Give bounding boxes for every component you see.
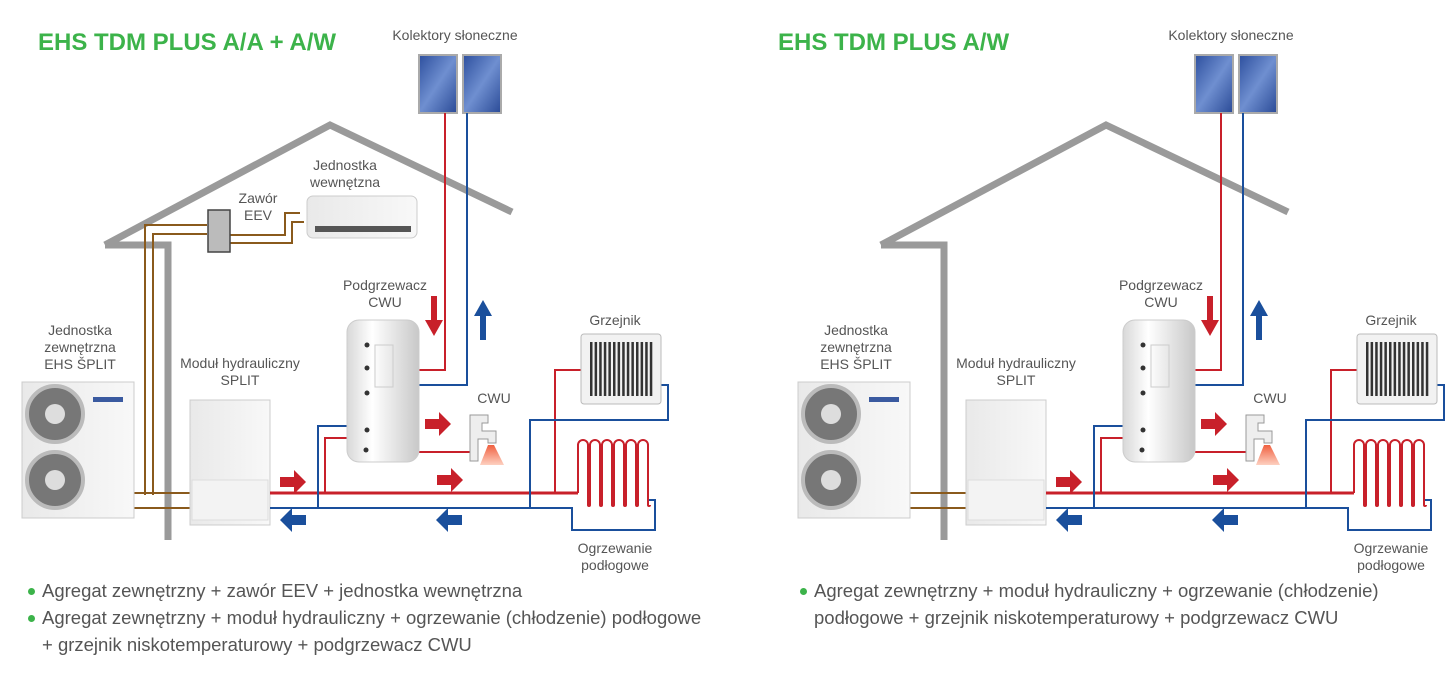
water-tap-icon <box>1245 414 1280 465</box>
solar-hot-pipe <box>418 113 446 371</box>
refrigerant-pipe <box>230 221 304 244</box>
flow-arrow-left-icon <box>1056 508 1082 532</box>
water-tap-icon <box>469 414 504 465</box>
radiator-supply-pipe <box>1330 369 1358 493</box>
dhw-tank-icon <box>1122 319 1196 463</box>
radiator-return-pipe <box>1305 384 1445 508</box>
left-bullet-list: Agregat zewnętrzny + zawór EEV + jednost… <box>28 577 708 658</box>
panel-title: EHS TDM PLUS A/A + A/W <box>38 29 336 56</box>
solar-cold-pipe <box>1194 113 1244 386</box>
tank-supply-pipe <box>1100 437 1126 493</box>
house-outline <box>879 121 1290 249</box>
flow-arrow-right-icon <box>437 468 463 492</box>
hydro-module-icon <box>965 399 1047 526</box>
bullet-text: Agregat zewnętrzny + zawór EEV + jednost… <box>42 580 523 601</box>
radiator-supply-pipe <box>554 369 582 493</box>
flow-arrow-right-icon <box>1213 468 1239 492</box>
panel-tdm-plus-aw: EHS TDM PLUS A/W Kolektory słoneczneJedno… <box>778 27 1445 573</box>
indoor-unit-icon <box>306 195 418 239</box>
floor-heating-coil-icon <box>1353 439 1427 507</box>
tank-return-pipe <box>1093 425 1126 508</box>
house-wall <box>105 241 172 540</box>
dhw-tank-icon <box>346 319 420 463</box>
solar-collectors-label: Kolektory słoneczne <box>1168 27 1294 43</box>
dhw-tap-label: CWU <box>477 390 510 406</box>
bullet-dot-icon <box>800 588 807 595</box>
outdoor-unit-icon <box>21 381 135 519</box>
bullet-item: Agregat zewnętrzny + zawór EEV + jednost… <box>28 577 708 604</box>
floor-heating-coil-icon <box>577 439 651 507</box>
solar-hot-pipe <box>1194 113 1222 371</box>
solar-cold-pipe <box>418 113 468 386</box>
house-outline <box>103 121 514 249</box>
heating-return-pipe <box>1046 499 1432 531</box>
flow-arrow-right-icon <box>1056 470 1082 494</box>
panel-title: EHS TDM PLUS A/W <box>778 29 1009 56</box>
bullet-text: Agregat zewnętrzny + moduł hydrauliczny … <box>42 607 702 655</box>
tank-supply-pipe <box>324 437 350 493</box>
arrow-down-icon <box>425 296 443 336</box>
radiator-return-pipe <box>529 384 669 508</box>
eev-valve-icon <box>207 209 231 253</box>
flow-arrow-right-icon <box>1201 412 1227 436</box>
flow-arrow-left-icon <box>280 508 306 532</box>
outdoor-unit-icon <box>797 381 911 519</box>
flow-arrow-right-icon <box>425 412 451 436</box>
refrigerant-pipe <box>230 212 300 236</box>
radiator-label: Grzejnik <box>589 312 641 328</box>
dhw-tap-label: CWU <box>1253 390 1286 406</box>
radiator-icon <box>1356 333 1438 405</box>
refrigerant-pipe <box>144 224 207 495</box>
bullet-item: Agregat zewnętrzny + moduł hydrauliczny … <box>28 604 708 658</box>
solar-collectors-icon <box>418 54 502 114</box>
solar-collectors-icon <box>1194 54 1278 114</box>
radiator-icon <box>580 333 662 405</box>
bullet-dot-icon <box>28 615 35 622</box>
heating-return-pipe <box>270 499 656 531</box>
house-wall <box>881 241 948 540</box>
solar-collectors-label: Kolektory słoneczne <box>392 27 518 43</box>
bullet-text: Agregat zewnętrzny + moduł hydrauliczny … <box>814 580 1379 628</box>
refrigerant-pipe <box>152 233 207 495</box>
hydro-module-icon <box>189 399 271 526</box>
arrow-up-icon <box>1250 300 1268 340</box>
bullet-dot-icon <box>28 588 35 595</box>
arrow-down-icon <box>1201 296 1219 336</box>
panel-tdm-plus-aa-aw: EHS TDM PLUS A/A + A/W Kolektory słoneczn… <box>21 27 669 573</box>
flow-arrow-right-icon <box>280 470 306 494</box>
right-bullet-list: Agregat zewnętrzny + moduł hydrauliczny … <box>800 577 1440 631</box>
tank-return-pipe <box>317 425 350 508</box>
flow-arrow-left-icon <box>1212 508 1238 532</box>
arrow-up-icon <box>474 300 492 340</box>
flow-arrow-left-icon <box>436 508 462 532</box>
radiator-label: Grzejnik <box>1365 312 1417 328</box>
bullet-item: Agregat zewnętrzny + moduł hydrauliczny … <box>800 577 1440 631</box>
